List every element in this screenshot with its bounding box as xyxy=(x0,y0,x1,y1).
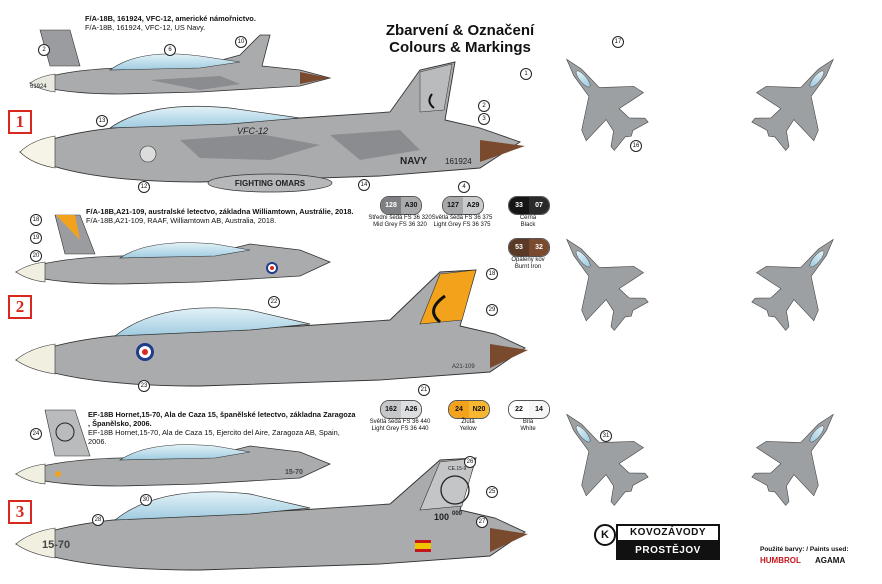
callout: 31 xyxy=(600,430,612,442)
caption-1: F/A-18B, 161924, VFC-12, americké námořn… xyxy=(85,14,256,32)
callout: 29 xyxy=(486,304,498,316)
fuel-tank-banner xyxy=(207,173,333,193)
paint-chip-white: 22 14 xyxy=(508,400,550,419)
scheme2-side-small xyxy=(14,214,332,285)
caption-3-cz: EF-18B Hornet,15-70, Ala de Caza 15, špa… xyxy=(88,410,356,428)
plan-view-2-bottom xyxy=(739,215,863,341)
mark-tail-sup: 000 xyxy=(452,511,463,517)
caption-2-cz: F/A-18B,A21-109, australské letectvo, zá… xyxy=(86,207,354,216)
plan-view-2-top xyxy=(537,215,661,341)
callout: 1 xyxy=(520,68,532,80)
caption-1-en: F/A-18B, 161924, VFC-12, US Navy. xyxy=(85,23,206,32)
title-en: Colours & Markings xyxy=(389,39,531,56)
title-cz: Zbarvení & Označení xyxy=(385,22,535,39)
caption-2: F/A-18B,A21-109, australské letectvo, zá… xyxy=(86,207,356,225)
callout: 28 xyxy=(92,514,104,526)
mark-side-code: 15-70 xyxy=(42,539,70,551)
callout: 12 xyxy=(138,181,150,193)
callout: 2 xyxy=(38,44,50,56)
callout: 3 xyxy=(478,113,490,125)
callout: 14 xyxy=(358,179,370,191)
callout: 20 xyxy=(30,250,42,262)
callout: 17 xyxy=(612,36,624,48)
scheme3-side-large xyxy=(14,457,528,571)
mark-tail-code: CE.15-9 xyxy=(448,466,467,472)
callout: 16 xyxy=(630,140,642,152)
kovozavody-k-icon: K xyxy=(594,524,616,546)
mark-vfc12: VFC-12 xyxy=(237,126,268,136)
callout: 24 xyxy=(30,428,42,440)
scheme3-side-small xyxy=(14,409,332,487)
paint-chip-mid-grey: 128 A30 xyxy=(380,196,422,215)
callout: 18 xyxy=(486,268,498,280)
plan-view-3-bottom xyxy=(739,390,863,516)
callout: 2 xyxy=(478,100,490,112)
callout: 6 xyxy=(164,44,176,56)
callout: 22 xyxy=(268,296,280,308)
callout: 30 xyxy=(140,494,152,506)
paints-used-label: Použité barvy: / Paints used: xyxy=(760,546,849,553)
callout: 10 xyxy=(235,36,247,48)
caption-1-cz: F/A-18B, 161924, VFC-12, americké námořn… xyxy=(85,14,256,23)
paint-chip-light-grey-440: 162 A26 xyxy=(380,400,422,419)
mark-fighting-omars: FIGHTING OMARS xyxy=(235,179,306,188)
callout: 18 xyxy=(30,214,42,226)
mark-small-code: 15-70 xyxy=(285,469,303,476)
mark-nose-serial: 61924 xyxy=(30,84,47,90)
callout: 26 xyxy=(464,456,476,468)
paint-chip-light-grey: 127 A29 xyxy=(442,196,484,215)
callout: 23 xyxy=(138,380,150,392)
callout: 21 xyxy=(418,384,430,396)
plan-view-3-top xyxy=(537,390,661,516)
callout: 27 xyxy=(476,516,488,528)
mark-serial: 161924 xyxy=(445,157,472,166)
mark-navy: NAVY xyxy=(400,156,427,167)
paint-chip-burnt-iron: 53 32 xyxy=(508,238,550,257)
callout: 25 xyxy=(486,486,498,498)
callout: 4 xyxy=(458,181,470,193)
mark-raaf-serial: A21-109 xyxy=(452,364,475,370)
brand-agama: AGAMA xyxy=(815,556,846,565)
scheme2-side-large xyxy=(14,269,528,387)
scheme1-side-small xyxy=(28,29,332,95)
paint-chip-black: 33 07 xyxy=(508,196,550,215)
callout: 13 xyxy=(96,115,108,127)
brand-humbrol: HUMBROL xyxy=(760,556,801,565)
callout: 19 xyxy=(30,232,42,244)
caption-3: EF-18B Hornet,15-70, Ala de Caza 15, špa… xyxy=(88,410,358,446)
scheme-number-3: 3 xyxy=(8,500,32,524)
scheme-number-1: 1 xyxy=(8,110,32,134)
mark-tail-number: 100 xyxy=(434,512,449,522)
plan-view-1-bottom xyxy=(739,35,863,161)
logo-bottom: PROSTĚJOV xyxy=(616,542,720,560)
logo-top: KOVOZÁVODY xyxy=(616,524,720,542)
scheme-number-2: 2 xyxy=(8,295,32,319)
paint-chip-yellow: 24 N20 xyxy=(448,400,490,419)
plan-view-1-top xyxy=(537,35,661,161)
scheme1-side-large xyxy=(19,61,525,183)
caption-3-en: EF-18B Hornet,15-70, Ala de Caza 15, Eje… xyxy=(88,428,340,446)
caption-2-en: F/A-18B,A21-109, RAAF, Williamtown AB, A… xyxy=(86,216,277,225)
